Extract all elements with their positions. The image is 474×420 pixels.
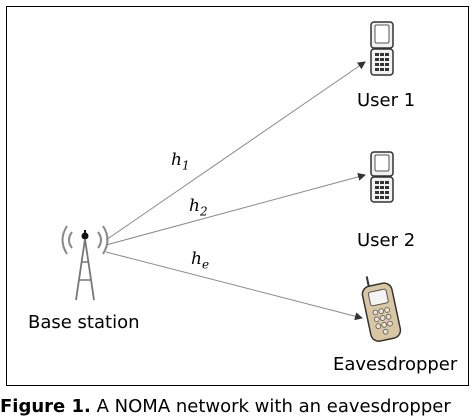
channel-label-h1: h1 — [171, 150, 190, 173]
caption-text: A NOMA network with an eavesdropper — [96, 396, 451, 417]
caption-prefix: Figure 1. — [0, 396, 91, 417]
channel-label-h2: h2 — [189, 196, 208, 219]
mobile-phone-icon — [361, 276, 402, 342]
figure-caption: Figure 1. A NOMA network with an eavesdr… — [0, 396, 451, 417]
flip-phone-icon — [370, 21, 394, 76]
link-user2 — [105, 172, 366, 246]
link-user1 — [105, 61, 366, 241]
flip-phone-icon — [370, 151, 394, 203]
base-station-label: Base station — [28, 312, 140, 333]
eavesdropper-label: Eavesdropper — [333, 354, 458, 375]
antenna-tower-icon — [61, 225, 109, 301]
diagram-frame — [6, 6, 469, 386]
link-eavesdropper — [105, 251, 363, 321]
user1-label: User 1 — [357, 90, 416, 111]
channel-label-he: he — [191, 249, 210, 272]
user2-label: User 2 — [357, 230, 416, 251]
